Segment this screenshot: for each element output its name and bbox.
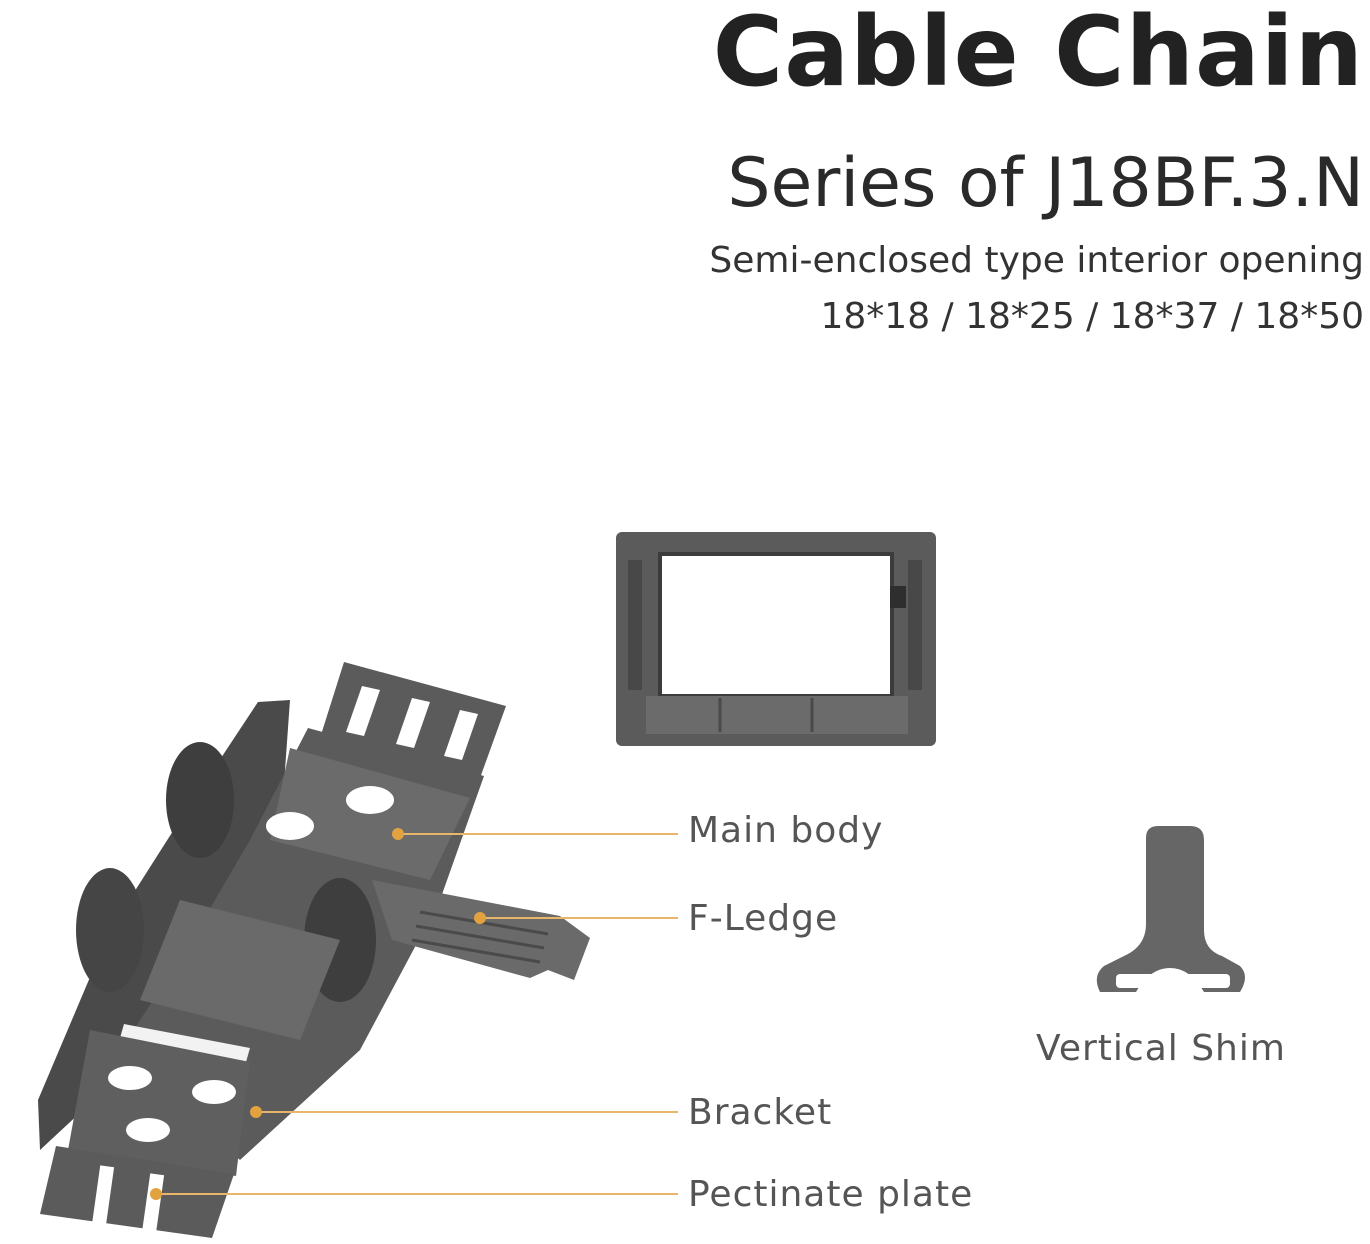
series-subtitle: Series of J18BF.3.N [727,144,1364,223]
label-bracket: Bracket [688,1092,833,1133]
bracket-dot [250,1106,262,1118]
chain-link-assembly [38,662,590,1238]
page-title: Cable Chain [712,0,1364,108]
type-description: Semi-enclosed type interior opening [709,240,1364,281]
size-list: 18*18 / 18*25 / 18*37 / 18*50 [820,296,1364,337]
main-body-dot [392,828,404,840]
leader-lines [150,828,678,1200]
label-f-ledge: F-Ledge [688,898,839,939]
pectinate-plate-dot [150,1188,162,1200]
cross-section-frame [616,532,936,746]
vertical-shim [1096,826,1245,992]
label-vertical-shim: Vertical Shim [1036,1028,1286,1069]
f-ledge-dot [474,912,486,924]
label-main-body: Main body [688,810,884,851]
label-pectinate-plate: Pectinate plate [688,1174,974,1215]
